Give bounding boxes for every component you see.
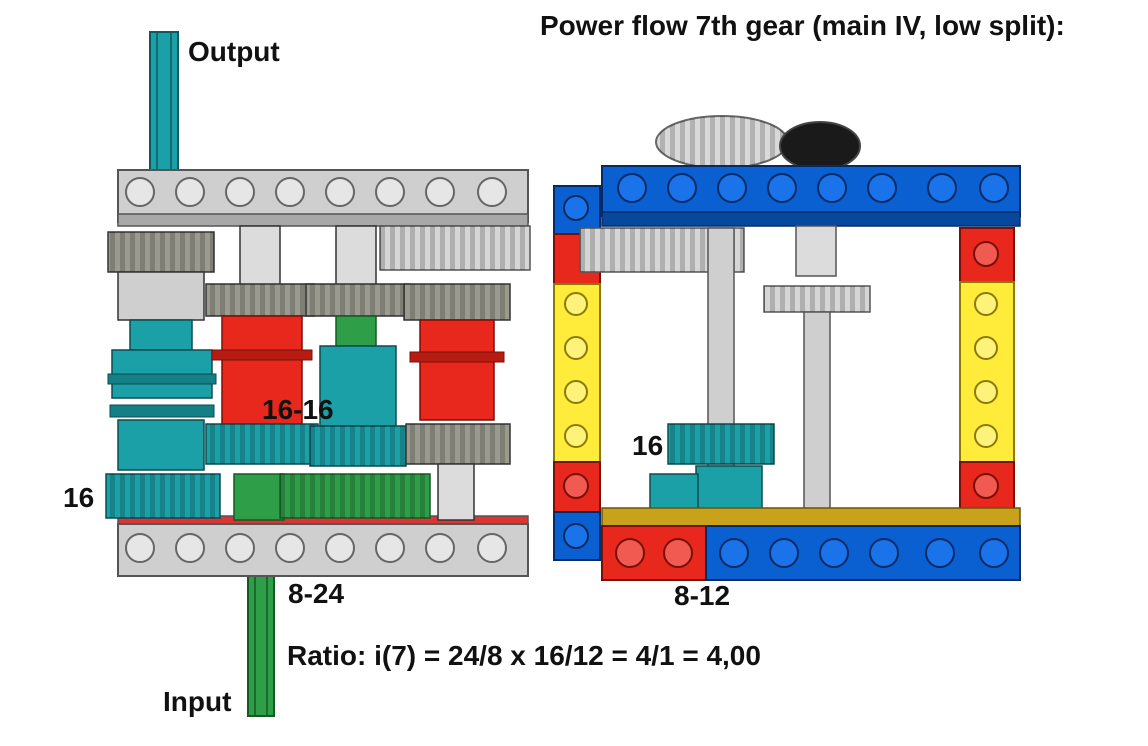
gear-label-16-left: 16 xyxy=(63,482,95,513)
gear-label-8-24: 8-24 xyxy=(288,578,345,609)
bottom-beam xyxy=(117,515,529,577)
diagram-title: Power flow 7th gear (main IV, low split)… xyxy=(540,10,1065,41)
ratio-formula: Ratio: i(7) = 24/8 x 16/12 = 4/1 = 4,00 xyxy=(287,640,761,671)
gear-label-16-16: 16-16 xyxy=(262,394,334,425)
right-shaft-b xyxy=(803,311,831,525)
input-shaft xyxy=(247,573,275,717)
left-gearbox xyxy=(105,31,531,717)
top-beam xyxy=(117,169,529,227)
shaft-column-4 xyxy=(379,225,531,521)
shaft-column-2 xyxy=(205,225,319,521)
gear-label-16-right: 16 xyxy=(632,430,664,461)
shaft-column-1 xyxy=(105,231,221,519)
output-label: Output xyxy=(188,36,280,67)
top-black-gear xyxy=(779,121,861,171)
output-shaft xyxy=(149,31,179,175)
input-label: Input xyxy=(163,686,232,717)
gear-label-8-12: 8-12 xyxy=(674,580,731,611)
right-gearbox xyxy=(553,115,1021,581)
shaft-column-3 xyxy=(279,225,431,519)
